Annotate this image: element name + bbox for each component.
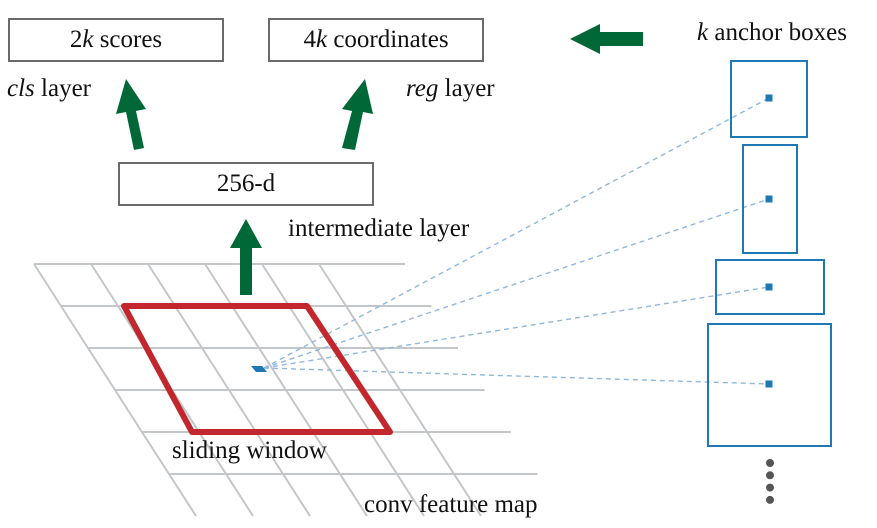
- arrow-left-from-anchors: [570, 24, 643, 54]
- cls-suffix: scores: [93, 26, 163, 53]
- cls-layer-suffix: layer: [34, 75, 91, 102]
- anchor-box: [707, 323, 832, 447]
- reg-layer-label: reg layer: [406, 76, 495, 101]
- grid-column-line: [33, 263, 197, 517]
- anchor-boxes: [707, 60, 832, 447]
- anchor-projection-line: [263, 198, 770, 369]
- anchor-suffix: anchor boxes: [708, 19, 847, 46]
- reg-suffix: coordinates: [327, 26, 449, 53]
- anchor-projection-line: [263, 286, 770, 369]
- anchor-box: [742, 144, 798, 254]
- cls-layer-name: cls: [7, 75, 35, 102]
- grid-column-line: [318, 263, 482, 517]
- reg-layer-name: reg: [406, 75, 439, 102]
- ellipsis-dot: [766, 459, 774, 467]
- sliding-window: [121, 303, 393, 435]
- ellipsis-dot: [766, 483, 774, 492]
- anchor-center: [765, 283, 773, 291]
- anchor-center: [765, 94, 773, 102]
- ellipsis-dot: [766, 495, 774, 504]
- anchor-var: k: [697, 19, 709, 46]
- intermediate-box-text: 256-d: [216, 170, 276, 197]
- conv-feature-map-label: conv feature map: [364, 491, 538, 518]
- arrow-up-to-reg: [342, 79, 373, 150]
- reg-var: k: [315, 26, 328, 53]
- ellipsis-dot: [766, 471, 774, 480]
- window-center-point: [251, 366, 267, 372]
- sliding-window-label: sliding window: [172, 437, 327, 464]
- anchor-boxes-label: k anchor boxes: [697, 20, 847, 45]
- arrow-up-to-256d: [230, 219, 262, 295]
- anchor-box: [715, 259, 825, 315]
- cls-layer-label: cls layer: [7, 76, 91, 101]
- anchor-projection-line: [263, 367, 770, 385]
- reg-layer-suffix: layer: [438, 75, 495, 102]
- anchor-center: [765, 380, 773, 388]
- cls-var: k: [82, 26, 94, 53]
- intermediate-box: 256-d: [118, 162, 374, 206]
- intermediate-layer-label: intermediate layer: [288, 215, 470, 242]
- anchor-center: [765, 195, 773, 203]
- reg-prefix: 4: [303, 26, 316, 53]
- cls-prefix: 2: [69, 26, 83, 53]
- arrow-up-to-cls: [116, 79, 146, 150]
- anchor-box: [730, 60, 808, 138]
- anchor-projection-line: [263, 97, 770, 369]
- more-anchors-ellipsis: [766, 459, 774, 504]
